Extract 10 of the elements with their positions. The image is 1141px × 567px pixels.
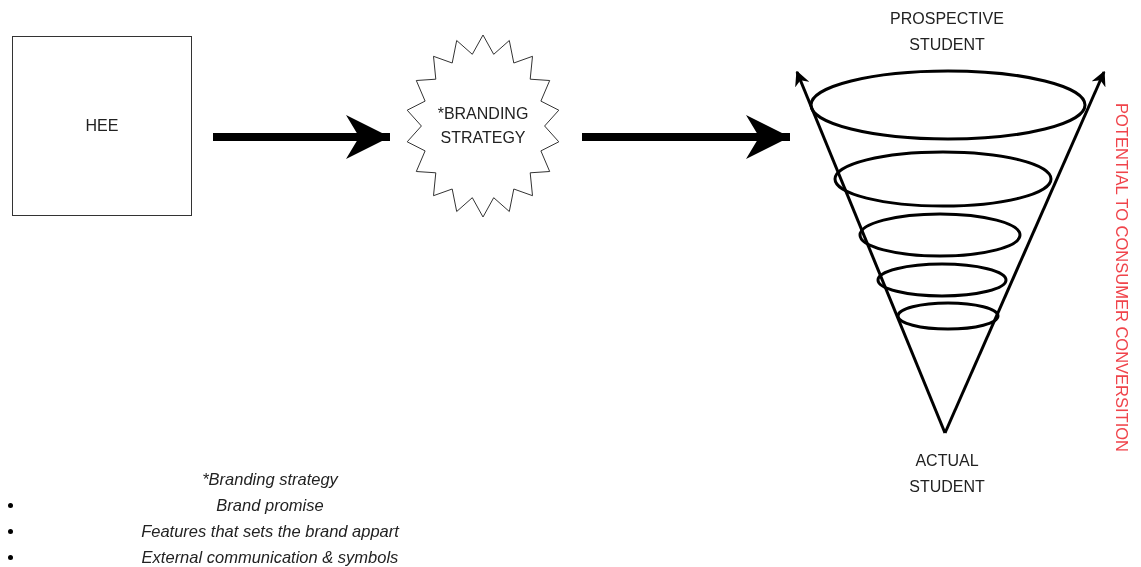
note-heading: *Branding strategy — [201, 469, 340, 490]
funnel-caption: ACTUAL STUDENT — [908, 451, 986, 497]
shape-label: *BRANDING STRATEGY — [436, 104, 530, 148]
list-item: External communication & symbols — [140, 547, 400, 567]
funnel-caption: PROSPECTIVE STUDENT — [889, 9, 1005, 55]
list-item: Brand promise — [215, 495, 325, 516]
entity-box — [12, 36, 192, 216]
box-label: HEE — [85, 117, 119, 135]
axis-caption: POTENTIAL TO CONSUMER CONVERSITION — [1112, 101, 1131, 454]
list-item: Features that sets the brand appart — [140, 521, 401, 542]
